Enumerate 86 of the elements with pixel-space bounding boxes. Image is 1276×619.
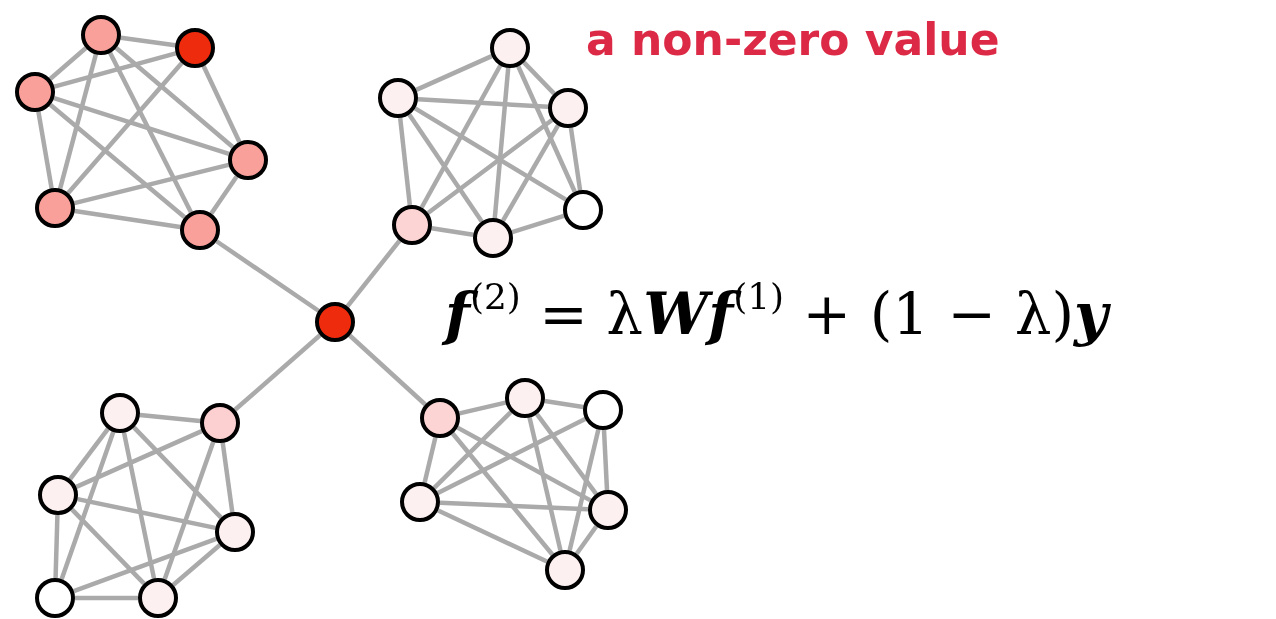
edge-line [108,51,193,214]
edge-line [114,46,235,149]
edge-line [437,508,548,564]
edge-line [458,400,507,416]
graph-node-circle [583,390,623,430]
edge-line [422,436,438,484]
edge-line [439,500,589,512]
edge-line [432,410,513,490]
edge-line [139,412,201,424]
edge-line [162,441,216,580]
edge-line [511,213,565,235]
edge-line [68,427,110,481]
edge-line [121,432,157,579]
edge-line [601,429,610,491]
edge-line [544,398,584,410]
graph-node-circle [545,550,585,590]
graph-node-circle [563,190,603,230]
edge-line [522,60,556,96]
edge-line [527,416,563,552]
edge-line [426,118,554,215]
edge-line [397,117,413,206]
edge-line [450,432,555,556]
edge-line [53,514,60,579]
edge-line [456,425,592,503]
edge-line [48,46,88,81]
edge-line [431,225,474,238]
edge-line [132,425,223,520]
graph-node-circle [228,140,268,180]
edge-line [233,333,322,412]
edge-line [516,65,577,193]
graph-node-circle [548,88,588,128]
edge-line [535,412,598,496]
edge-line [201,65,242,143]
graph-node-circle [490,28,530,68]
edge-line [220,442,235,513]
graph-node-circle [400,482,440,522]
edge-line [501,124,560,222]
graph-node-circle [81,15,121,55]
graph-node-circle [15,72,55,112]
graph-node-circle [100,393,140,433]
graph-node-circle [420,398,460,438]
graph-node-circle [138,578,178,618]
edge-line [407,113,484,223]
edge-line [345,239,402,308]
edge-line [36,111,54,189]
annotation-text: a non-zero value [586,14,1000,65]
graph-node-circle [378,78,418,118]
graph-node-circle [473,218,513,258]
graph-node-circle [38,475,78,515]
edge-line [73,536,217,594]
edge-line [66,61,184,195]
edge-line [53,95,230,157]
edge-line [75,595,138,601]
edge-line [59,431,116,580]
edge-line [48,103,187,219]
edge-line [574,524,599,556]
edge-line [568,127,583,191]
graph-node-circle [180,210,220,250]
edge-line [53,51,177,89]
edge-line [419,64,503,209]
edge-line [567,428,601,552]
edge-line [57,53,99,190]
edge-line [492,67,511,219]
edge-line [73,162,230,206]
graph-node-circle [392,205,432,245]
edge-line [171,543,222,587]
edge-line [215,239,320,313]
edge-line [120,35,176,48]
graph-node-circle [215,512,255,552]
graph-node-circle [175,28,215,68]
edge-line [415,54,493,92]
edge-line [74,208,181,230]
edge-line [413,106,568,202]
edge-line [77,496,216,531]
edge-line [436,416,587,496]
edge-line [348,333,427,407]
graph-node-circle [35,188,75,228]
edge-line [75,429,203,489]
graph-node-circle [315,302,355,342]
edge-line [70,507,146,586]
graph-node-circle [588,490,628,530]
edge-line [209,175,239,215]
graph-node-circle [505,378,545,418]
edge-line [417,96,549,110]
graph-node-circle [35,578,75,618]
graph-node-circle [200,403,240,443]
